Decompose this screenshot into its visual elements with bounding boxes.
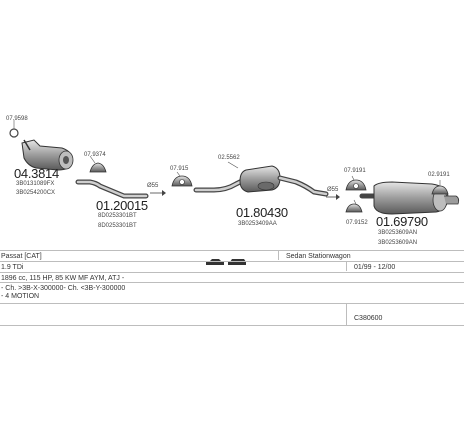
model-name: Passat [CAT] xyxy=(1,253,42,260)
info-row-2: 1.9 TDi 01/99 - 12/00 xyxy=(0,261,464,272)
part-ref-p9: 07.9152 xyxy=(346,220,368,226)
front-pipe xyxy=(75,179,149,199)
date-range: 01/99 - 12/00 xyxy=(354,264,396,271)
part-number-p2[interactable]: 04.3814 xyxy=(14,166,59,181)
part-code-p7-0: 3B0253409AA xyxy=(238,221,277,227)
rear-silencer xyxy=(359,181,460,215)
hanger-1 xyxy=(89,155,107,173)
engine: 1.9 TDi xyxy=(1,264,24,271)
exhaust-diagram: 07.9598 04.3814 3B0131089FX 3B0254200CX … xyxy=(6,116,460,246)
hanger-2 xyxy=(171,171,193,187)
divider xyxy=(346,261,347,271)
gasket-ring xyxy=(9,120,19,138)
part-ref-p8: 07.9191 xyxy=(344,168,366,174)
hanger-5 xyxy=(431,180,449,195)
clamp-marker-1 xyxy=(150,190,166,196)
info-row-4: - Ch. >3B-X-300000- Ch. <3B-Y-300000 xyxy=(0,282,464,292)
info-row-3: 1896 cc, 115 HP, 85 KW MF AYM, ATJ - xyxy=(0,272,464,282)
info-row-5: - 4 MOTION xyxy=(0,292,464,301)
divider xyxy=(278,250,279,260)
gasket-2 xyxy=(227,161,239,169)
part-code-p4-0: 8D0253301BT xyxy=(98,213,137,219)
middle-silencer xyxy=(193,165,329,197)
part-ref-p3: 07.9374 xyxy=(84,152,106,158)
hanger-3 xyxy=(345,175,367,191)
part-number-p10[interactable]: 01.69790 xyxy=(376,214,428,229)
part-ref-p1: 07.9598 xyxy=(6,116,28,122)
clamp-marker-2 xyxy=(326,194,340,200)
spec-line-1: 1896 cc, 115 HP, 85 KW MF AYM, ATJ - xyxy=(1,275,125,282)
car-icon xyxy=(206,253,246,265)
part-code-p10-0: 3B0253609AN xyxy=(378,230,418,236)
body-type: Sedan Stationwagon xyxy=(286,253,351,260)
info-row-1: Passat [CAT] Sedan Stationwagon xyxy=(0,250,464,265)
info-row-end xyxy=(0,325,464,327)
part-ref-p6: 02.5562 xyxy=(218,155,240,161)
part-code-p2-0: 3B0131089FX xyxy=(16,181,55,187)
part-number-p4[interactable]: 01.20015 xyxy=(96,198,148,213)
spec-line-3: - 4 MOTION xyxy=(1,293,40,300)
catalog-code: C380600 xyxy=(354,315,383,322)
catalytic-converter xyxy=(21,139,74,171)
part-ref-p5: 07.915 xyxy=(170,166,189,172)
part-code-p4-1: 8D0253301BT xyxy=(98,223,137,229)
spec-line-2: - Ch. >3B-X-300000- Ch. <3B-Y-300000 xyxy=(1,285,126,292)
hanger-4 xyxy=(345,199,363,213)
clamp-label-2: Ø55 xyxy=(327,187,339,193)
exhaust-drawing xyxy=(9,120,460,215)
vehicle-info-table: Passat [CAT] Sedan Stationwagon 1.9 TDi … xyxy=(0,250,464,330)
part-ref-p11: 02.9191 xyxy=(428,172,450,178)
divider xyxy=(346,303,347,325)
part-code-p2-1: 3B0254200CX xyxy=(16,190,56,196)
part-code-p10-1: 3B0253609AN xyxy=(378,240,418,246)
part-number-p7[interactable]: 01.80430 xyxy=(236,205,288,220)
clamp-label-1: Ø55 xyxy=(147,183,159,189)
info-row-6: C380600 xyxy=(0,303,464,322)
